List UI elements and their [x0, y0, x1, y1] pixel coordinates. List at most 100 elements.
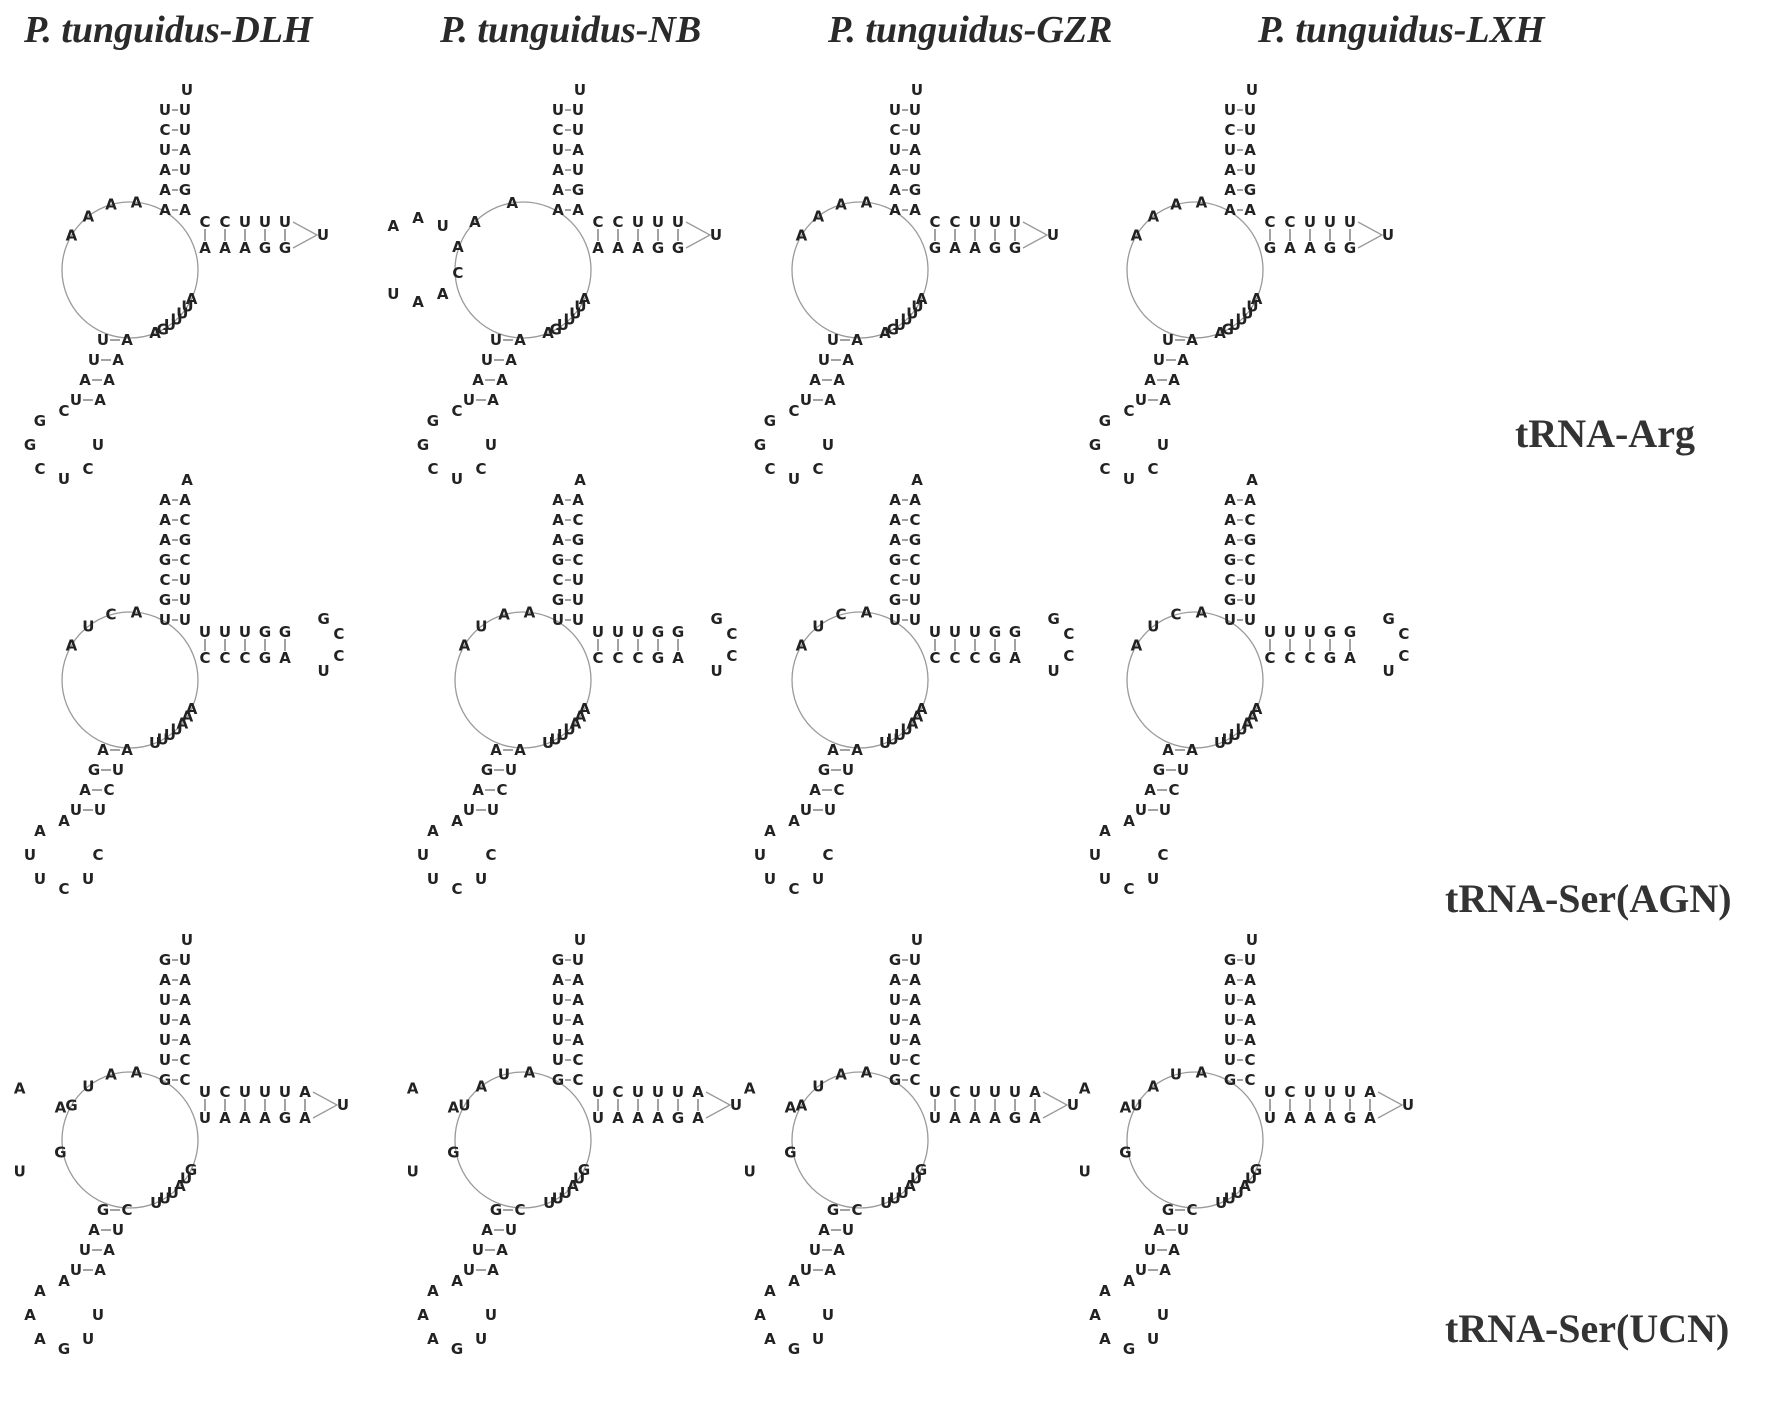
acceptor-stem-nt: A: [572, 971, 584, 989]
t-loop-nt: U: [711, 662, 723, 680]
acceptor-stem-nt: U: [159, 141, 171, 159]
row-label-trna-ser-ucn: tRNA-Ser(UCN): [1445, 1306, 1730, 1351]
anticodon-loop-nt: C: [788, 402, 799, 420]
variable-loop-nt: U: [573, 1169, 585, 1187]
central-loop-nt: A: [796, 1096, 808, 1114]
d-loop-nt: A: [14, 1079, 26, 1097]
central-loop-backbone: [61, 201, 199, 339]
row-label-trna-ser-agn: tRNA-Ser(AGN): [1445, 876, 1732, 921]
variable-loop-nt: A: [1242, 714, 1254, 732]
t-loop-nt: U: [337, 1096, 349, 1114]
variable-loop-nt: U: [557, 316, 569, 334]
variable-loop-nt: A: [912, 707, 924, 725]
t-loop-nt: G: [1382, 610, 1394, 628]
t-loop-nt: U: [1047, 226, 1059, 244]
central-loop-nt: U: [1147, 617, 1159, 635]
t-arm-nt: U: [279, 213, 291, 231]
acceptor-stem-nt: G: [1244, 181, 1256, 199]
anticodon-loop-nt: C: [1157, 846, 1168, 864]
anticodon-loop-nt: C: [1148, 460, 1159, 478]
t-arm-nt: U: [199, 1109, 211, 1127]
acceptor-stem-nt: A: [1244, 141, 1256, 159]
central-loop-nt: A: [507, 194, 519, 212]
row-label-trna-arg: tRNA-Arg: [1515, 411, 1695, 456]
t-arm-nt: A: [239, 1109, 251, 1127]
anticodon-loop-nt: C: [764, 460, 775, 478]
t-arm-nt: U: [1344, 213, 1356, 231]
central-loop-backbone: [1126, 611, 1264, 749]
anticodon-loop-nt: C: [813, 460, 824, 478]
t-arm-nt: C: [1304, 649, 1315, 667]
anticodon-stem-nt: A: [824, 1261, 836, 1279]
acceptor-stem-nt: U: [909, 611, 921, 629]
anticodon-loop-nt: U: [92, 436, 104, 454]
t-arm-nt: U: [279, 1083, 291, 1101]
anticodon-stem-nt: C: [496, 781, 507, 799]
central-loop-nt: A: [131, 193, 143, 211]
anticodon-stem-nt: U: [1177, 761, 1189, 779]
acceptor-stem-nt: A: [909, 1011, 921, 1029]
acceptor-stem-nt: U: [572, 611, 584, 629]
anticodon-stem-nt: A: [514, 741, 526, 759]
acceptor-stem-nt: G: [1224, 591, 1236, 609]
central-loop-nt: A: [835, 1066, 847, 1084]
acceptor-stem-nt: A: [889, 971, 901, 989]
acceptor-tail-nt: U: [181, 81, 193, 99]
anticodon-loop-nt: U: [1147, 1330, 1159, 1348]
acceptor-stem-nt: U: [572, 161, 584, 179]
anticodon-stem-nt: A: [94, 1261, 106, 1279]
central-loop-nt: U: [458, 1096, 470, 1114]
acceptor-stem-nt: U: [572, 951, 584, 969]
t-arm-nt: C: [632, 649, 643, 667]
acceptor-stem-nt: C: [159, 121, 170, 139]
central-loop-nt: A: [861, 1063, 873, 1081]
t-arm-nt: U: [989, 213, 1001, 231]
acceptor-stem-nt: A: [1244, 201, 1256, 219]
anticodon-stem-nt: A: [505, 351, 517, 369]
t-arm-nt: U: [969, 213, 981, 231]
t-arm-nt: U: [929, 1083, 941, 1101]
anticodon-stem-nt: A: [1159, 391, 1171, 409]
t-arm-nt: U: [1264, 1083, 1276, 1101]
anticodon-stem-nt: U: [800, 1261, 812, 1279]
anticodon-stem-nt: U: [487, 801, 499, 819]
variable-loop-nt: A: [575, 707, 587, 725]
t-arm-nt: U: [652, 1083, 664, 1101]
anticodon-loop-nt: U: [788, 470, 800, 488]
t-arm-nt: C: [1284, 1083, 1295, 1101]
anticodon-stem-nt: U: [70, 801, 82, 819]
anticodon-loop-nt: A: [764, 1330, 776, 1348]
t-loop-backbone: [292, 221, 319, 249]
anticodon-loop-nt: A: [1099, 822, 1111, 840]
acceptor-stem-nt: C: [909, 1051, 920, 1069]
acceptor-tail-nt: A: [1246, 471, 1258, 489]
anticodon-loop-nt: U: [485, 436, 497, 454]
anticodon-stem-nt: A: [1159, 1261, 1171, 1279]
variable-loop-nt: G: [1250, 1161, 1262, 1179]
t-arm-nt: A: [219, 239, 231, 257]
anticodon-stem-nt: A: [809, 781, 821, 799]
anticodon-stem-nt: C: [514, 1201, 525, 1219]
anticodon-loop-nt: U: [1157, 1306, 1169, 1324]
variable-loop-nt: U: [170, 721, 182, 739]
central-loop-backbone: [454, 201, 592, 339]
anticodon-stem-nt: A: [1153, 1221, 1165, 1239]
acceptor-stem-nt: A: [552, 201, 564, 219]
acceptor-stem-nt: A: [552, 511, 564, 529]
t-arm-nt: G: [652, 649, 664, 667]
central-loop-backbone: [454, 1071, 592, 1209]
t-arm-nt: A: [299, 1083, 311, 1101]
anticodon-stem-nt: U: [842, 761, 854, 779]
t-arm-nt: U: [652, 213, 664, 231]
t-arm-nt: G: [652, 239, 664, 257]
variable-loop-nt: U: [557, 726, 569, 744]
acceptor-stem-nt: A: [572, 141, 584, 159]
t-arm-nt: U: [259, 213, 271, 231]
t-arm-nt: A: [612, 1109, 624, 1127]
anticodon-stem-nt: G: [97, 1201, 109, 1219]
variable-loop-nt: U: [167, 1184, 179, 1202]
acceptor-stem-nt: U: [1244, 121, 1256, 139]
variable-loop-nt: U: [897, 1184, 909, 1202]
